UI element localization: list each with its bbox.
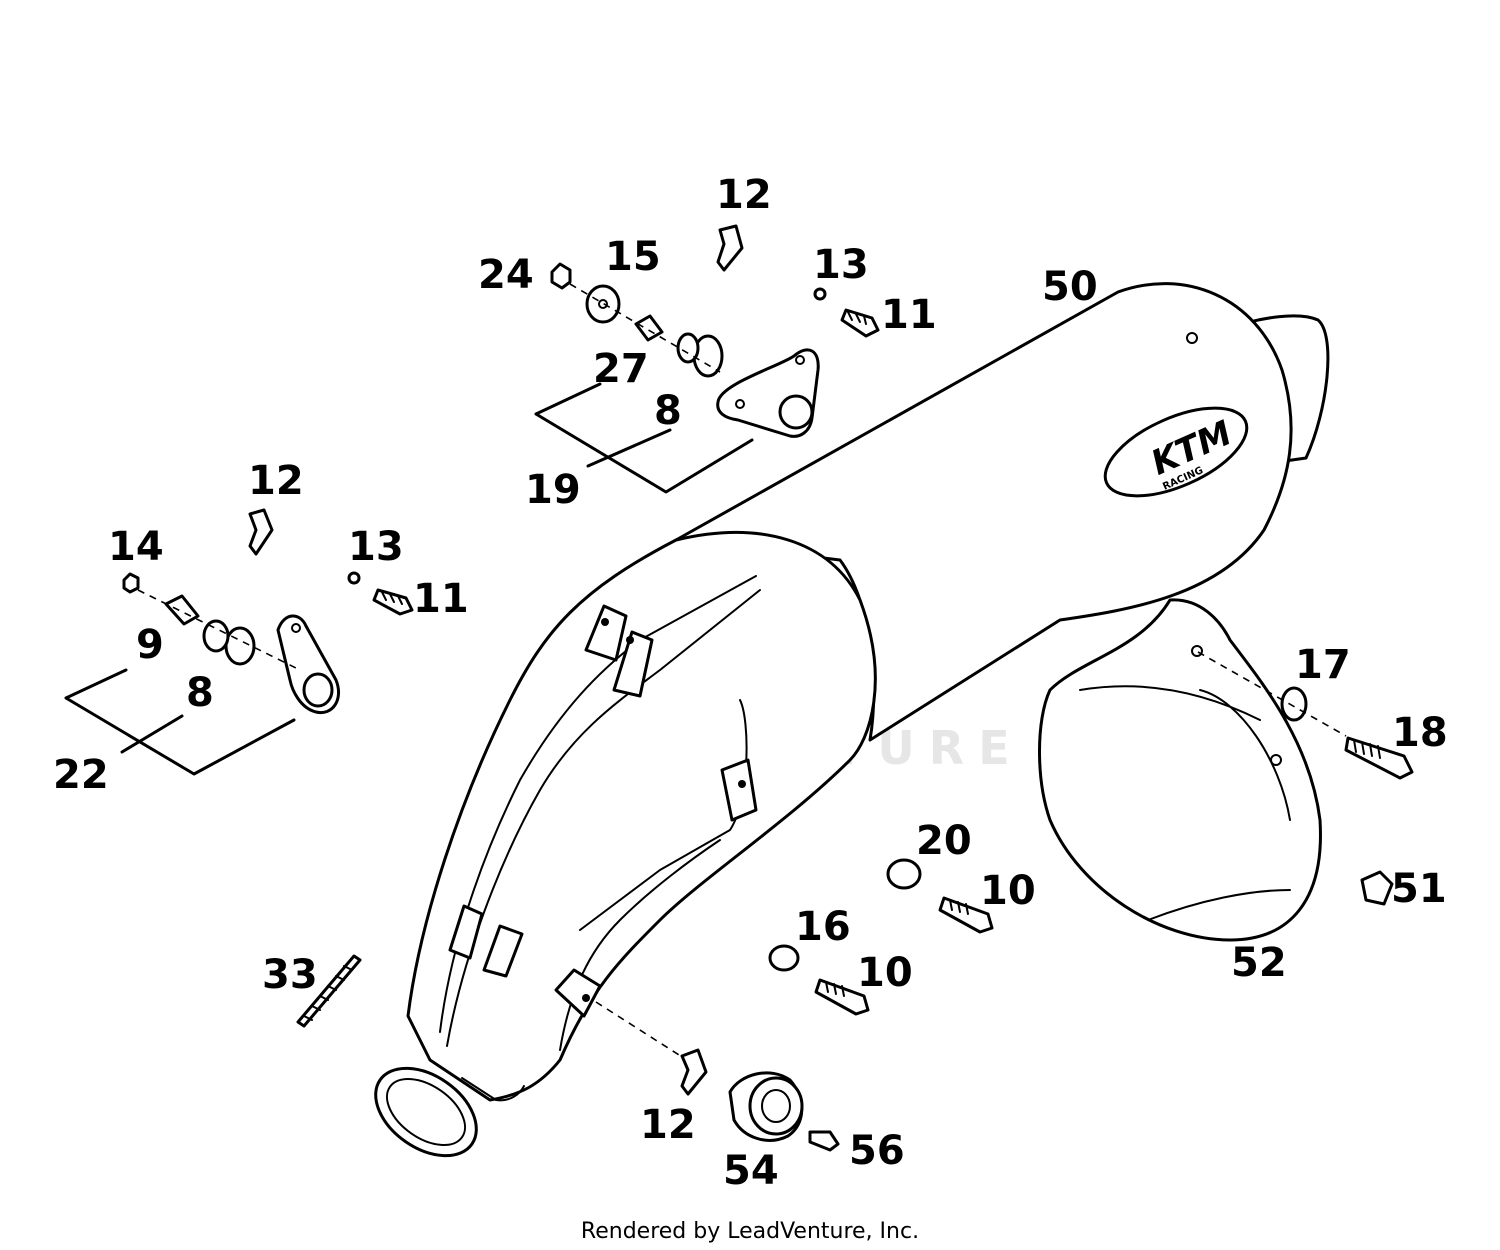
label-50: 50	[1042, 264, 1098, 310]
label-8: 8	[654, 388, 682, 434]
label-14: 14	[108, 524, 164, 570]
label-13: 13	[348, 524, 404, 570]
label-51: 51	[1391, 866, 1447, 912]
label-11: 11	[413, 576, 469, 622]
label-9: 9	[136, 622, 164, 668]
label-22: 22	[53, 752, 109, 798]
label-12: 12	[716, 172, 772, 218]
lower-bracket-assembly	[64, 508, 414, 776]
upper-bracket-assembly	[534, 224, 880, 494]
label-56: 56	[849, 1128, 905, 1174]
label-10: 10	[980, 868, 1036, 914]
muffler-guard	[1038, 598, 1322, 942]
label-13: 13	[813, 242, 869, 288]
label-52: 52	[1231, 940, 1287, 986]
part-labels: 12 24 15 13 11 50 27 8 19 12 14 13 11 9 …	[53, 172, 1448, 1194]
label-20: 20	[916, 818, 972, 864]
footer-credit: Rendered by LeadVenture, Inc.	[581, 1219, 919, 1244]
label-12: 12	[640, 1102, 696, 1148]
label-54: 54	[723, 1148, 779, 1194]
label-24: 24	[478, 252, 534, 298]
label-17: 17	[1295, 642, 1351, 688]
muffler-body: KTM RACING	[374, 282, 1330, 1158]
label-11: 11	[881, 292, 937, 338]
label-10: 10	[857, 950, 913, 996]
label-19: 19	[525, 467, 581, 513]
label-18: 18	[1392, 710, 1448, 756]
label-27: 27	[593, 346, 649, 392]
label-12: 12	[248, 458, 304, 504]
loose-hardware	[296, 651, 1414, 1152]
label-15: 15	[605, 234, 661, 280]
label-16: 16	[795, 904, 851, 950]
label-8: 8	[186, 670, 214, 716]
label-33: 33	[262, 952, 318, 998]
